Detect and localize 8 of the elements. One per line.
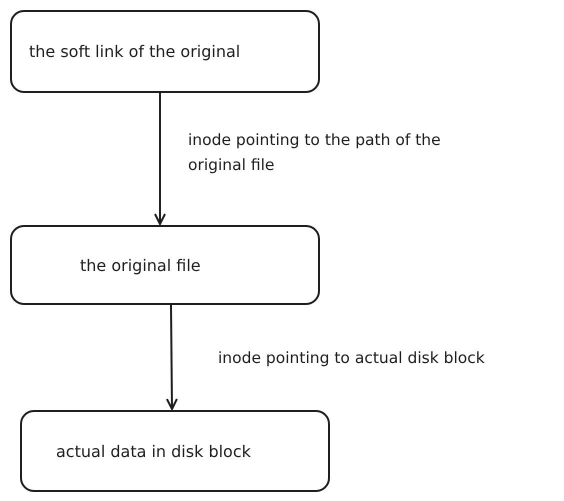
process-box: [10, 225, 320, 305]
node-label: actual data in disk block: [56, 442, 251, 460]
node-label: the soft link of the original: [29, 42, 240, 61]
process-box: [20, 410, 330, 492]
arrow: [166, 304, 178, 410]
arrow: [154, 93, 166, 225]
node-label: the original file: [80, 256, 201, 274]
process-box: [10, 10, 320, 93]
